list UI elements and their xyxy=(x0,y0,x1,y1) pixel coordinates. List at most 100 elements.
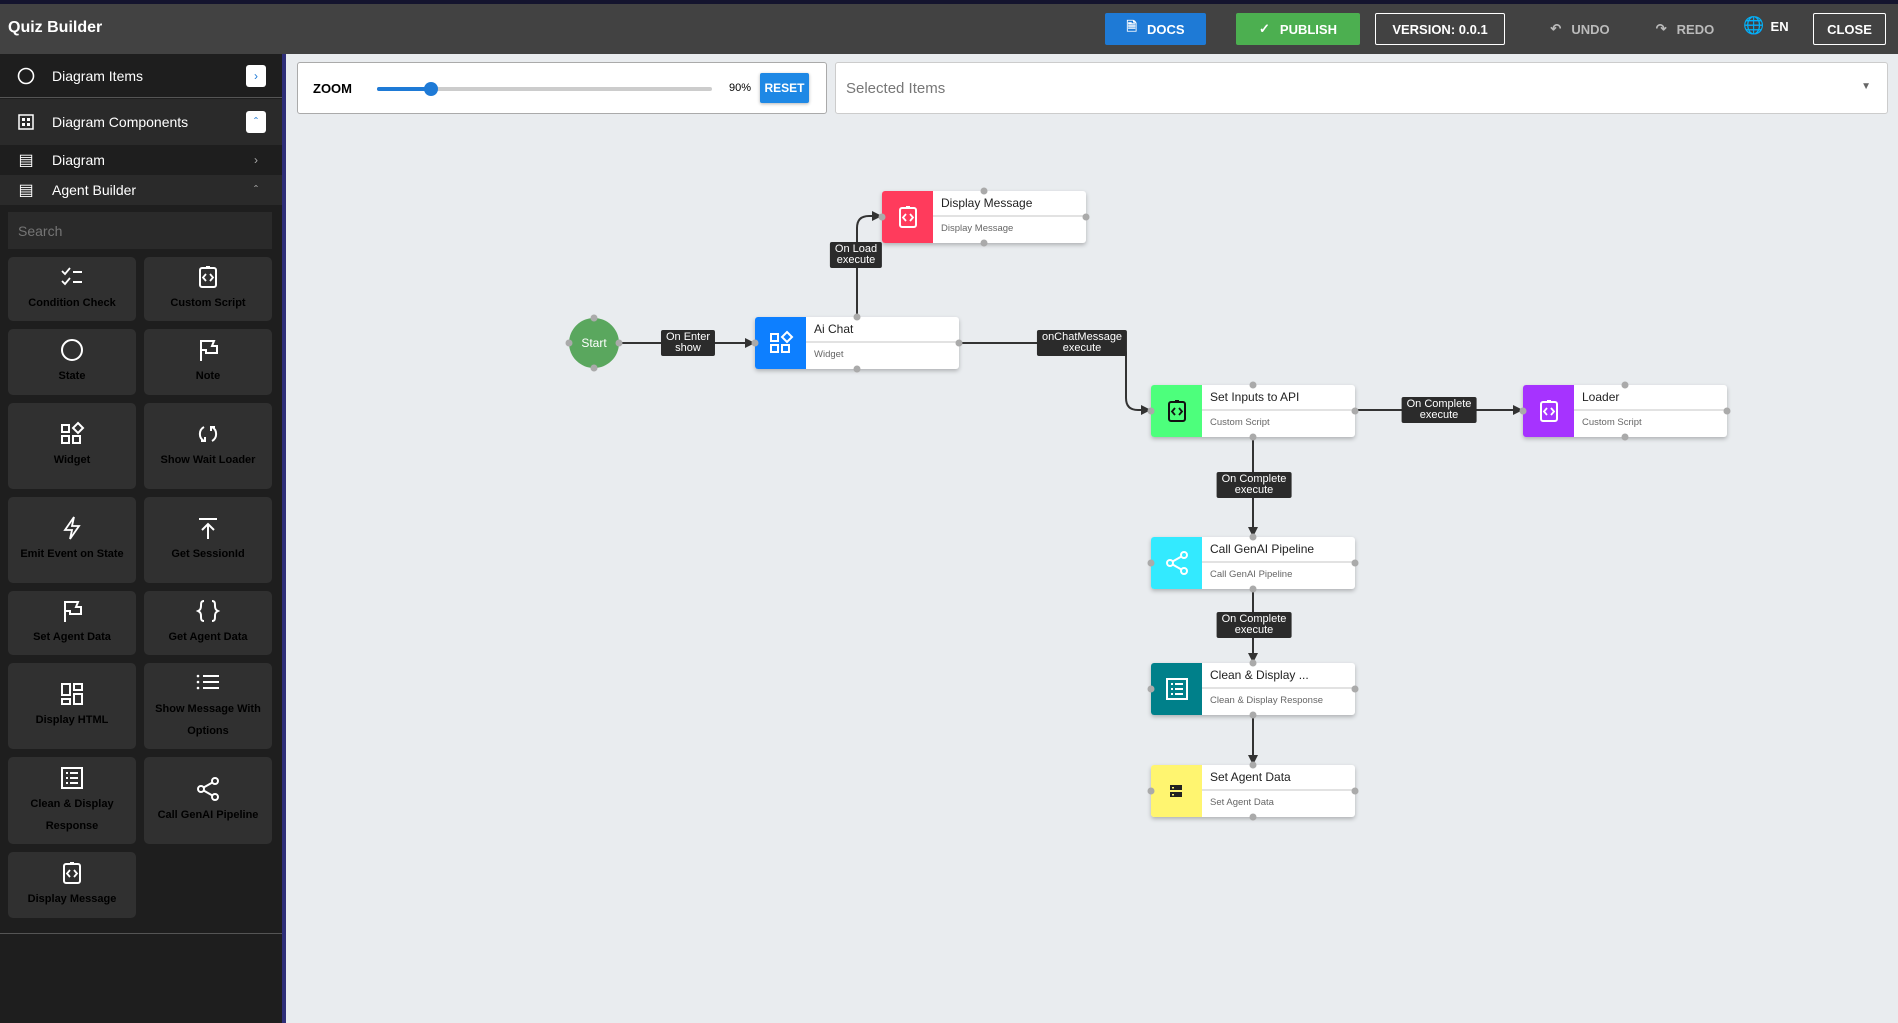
connection-port[interactable] xyxy=(1249,533,1257,541)
palette-item-call-genai-pipeline[interactable]: Call GenAI Pipeline xyxy=(144,757,272,844)
palette-item-widget[interactable]: Widget xyxy=(8,403,136,489)
widget-icon xyxy=(769,330,793,353)
edge-action: execute xyxy=(1062,342,1102,354)
palette-item-show-message-with-options[interactable]: Show Message With Options xyxy=(144,663,272,749)
node-icon-box xyxy=(1523,385,1574,437)
connection-port[interactable] xyxy=(1249,381,1257,389)
start-node[interactable]: Start xyxy=(569,318,619,368)
connection-port[interactable] xyxy=(1351,559,1359,567)
docs-button[interactable]: 🗎DOCS xyxy=(1105,13,1206,45)
connection-port[interactable] xyxy=(1249,813,1257,821)
palette-item-get-sessionid[interactable]: Get SessionId xyxy=(144,497,272,583)
connection-port[interactable] xyxy=(590,364,598,372)
palette-item-label: Emit Event on State xyxy=(20,548,124,560)
connection-port[interactable] xyxy=(751,339,759,347)
sidebar-item-diagram-items[interactable]: Diagram Items › xyxy=(0,54,282,98)
connection-port[interactable] xyxy=(565,339,573,347)
close-button[interactable]: CLOSE xyxy=(1813,13,1886,45)
node-clean-display[interactable]: Clean & Display ...Clean & Display Respo… xyxy=(1151,663,1355,715)
connection-port[interactable] xyxy=(1249,585,1257,593)
chevron-up-icon[interactable]: ˆ xyxy=(246,111,266,133)
connection-port[interactable] xyxy=(1147,559,1155,567)
sidebar-item-diagram[interactable]: ▤ Diagram › xyxy=(0,145,282,175)
palette-item-custom-script[interactable]: Custom Script xyxy=(144,257,272,321)
connection-port[interactable] xyxy=(1147,685,1155,693)
connection-port[interactable] xyxy=(1082,213,1090,221)
connection-port[interactable] xyxy=(955,339,963,347)
chevron-right-icon[interactable]: › xyxy=(246,64,266,87)
palette-item-clean-display-response[interactable]: Clean & Display Response xyxy=(8,757,136,844)
connection-port[interactable] xyxy=(1249,761,1257,769)
palette-item-condition-check[interactable]: Condition Check xyxy=(8,257,136,321)
connection-port[interactable] xyxy=(853,365,861,373)
connection-port[interactable] xyxy=(1249,659,1257,667)
connection-port[interactable] xyxy=(1351,787,1359,795)
connection-port[interactable] xyxy=(980,187,988,195)
connection-port[interactable] xyxy=(615,339,623,347)
node-title: Ai Chat xyxy=(806,317,959,343)
zoom-slider-thumb[interactable] xyxy=(423,82,438,96)
connection-port[interactable] xyxy=(1249,433,1257,441)
connection-port[interactable] xyxy=(1351,685,1359,693)
connection-port[interactable] xyxy=(980,239,988,247)
script-icon xyxy=(898,206,917,228)
language-button[interactable]: 🌐EN xyxy=(1742,10,1790,42)
reset-zoom-button[interactable]: RESET xyxy=(760,73,809,103)
zoom-slider[interactable] xyxy=(377,82,712,96)
sidebar-item-agent-builder[interactable]: ▤ Agent Builder ˆ xyxy=(0,175,282,205)
chevron-up-icon[interactable]: ˆ xyxy=(254,183,258,197)
node-subtitle: Call GenAI Pipeline xyxy=(1210,569,1293,580)
publish-button[interactable]: ✓PUBLISH xyxy=(1236,13,1360,45)
sidebar-item-diagram-components[interactable]: Diagram Components ˆ xyxy=(0,99,282,145)
palette-item-show-wait-loader[interactable]: Show Wait Loader xyxy=(144,403,272,489)
palette-item-display-html[interactable]: Display HTML xyxy=(8,663,136,749)
connection-port[interactable] xyxy=(1723,407,1731,415)
connection-port[interactable] xyxy=(590,314,598,322)
zoom-value: 90% xyxy=(729,82,752,94)
connection-port[interactable] xyxy=(1249,711,1257,719)
sidebar-resize-handle[interactable] xyxy=(282,54,286,1023)
connection-port[interactable] xyxy=(853,313,861,321)
edge-event: onChatMessage xyxy=(1041,331,1123,343)
undo-button[interactable]: ↶UNDO xyxy=(1540,13,1620,45)
connection-port[interactable] xyxy=(1147,407,1155,415)
component-search-input[interactable] xyxy=(8,212,272,249)
connection-port[interactable] xyxy=(1147,787,1155,795)
node-subtitle: Widget xyxy=(814,349,844,360)
chevron-right-icon[interactable]: › xyxy=(254,153,258,167)
palette-item-emit-event-on-state[interactable]: Emit Event on State xyxy=(8,497,136,583)
version-label: VERSION: 0.0.1 xyxy=(1392,21,1488,37)
palette-item-get-agent-data[interactable]: Get Agent Data xyxy=(144,591,272,655)
zoom-slider-fill xyxy=(377,87,431,91)
node-title: Clean & Display ... xyxy=(1202,663,1355,689)
edge-event: On Enter xyxy=(665,331,711,343)
connection-port[interactable] xyxy=(1621,381,1629,389)
connection-port[interactable] xyxy=(1351,407,1359,415)
language-label: EN xyxy=(1770,18,1789,34)
close-label: CLOSE xyxy=(1827,21,1872,37)
connection-port[interactable] xyxy=(1621,433,1629,441)
connection-port[interactable] xyxy=(878,213,886,221)
version-button[interactable]: VERSION: 0.0.1 xyxy=(1375,13,1505,45)
selected-items-select[interactable]: Selected Items ▼ xyxy=(835,62,1888,114)
palette-item-state[interactable]: State xyxy=(8,329,136,395)
palette-item-note[interactable]: Note xyxy=(144,329,272,395)
sidebar-item-label: Diagram Components xyxy=(52,114,189,130)
palette-item-set-agent-data[interactable]: Set Agent Data xyxy=(8,591,136,655)
redo-button[interactable]: ↷REDO xyxy=(1645,13,1725,45)
edge-ai-chat-to-display-message[interactable] xyxy=(856,211,882,317)
connection-port[interactable] xyxy=(1519,407,1527,415)
palette-item-display-message[interactable]: Display Message xyxy=(8,852,136,918)
